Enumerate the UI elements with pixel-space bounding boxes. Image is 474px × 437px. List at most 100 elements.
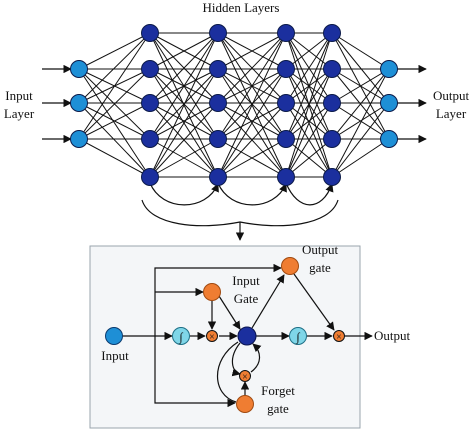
- connection-hidden-3-3-to-hidden-4-2: [285, 102, 333, 140]
- hidden-3-node-3: [277, 94, 295, 112]
- cell-state-node: [237, 326, 257, 346]
- lstm-output-label: Output: [374, 328, 411, 343]
- hidden-3-node-1: [277, 24, 295, 42]
- connection-hidden-2-3-to-hidden-3-2: [217, 102, 287, 140]
- connection-hidden-3-3-to-hidden-4-0: [285, 32, 333, 140]
- hidden-1-node-2: [141, 60, 159, 78]
- connection-hidden-4-4-to-output-1: [331, 102, 390, 178]
- wire-output-gate-to-mult: [293, 273, 335, 331]
- connection-input-2-to-hidden-1-2: [78, 102, 151, 140]
- hidden-1-node-4: [141, 130, 159, 148]
- multiply-symbol-input: ×: [209, 332, 215, 343]
- connection-input-1-to-hidden-1-0: [78, 32, 151, 104]
- hidden-2-node-3: [209, 94, 227, 112]
- lstm-wires: [122, 263, 373, 408]
- recurrent-arcs: [141, 182, 339, 241]
- hidden-1-node-1: [141, 24, 159, 42]
- network-nodes: [70, 24, 398, 186]
- connection-hidden-4-3-to-output-1: [331, 102, 390, 140]
- wire-cell-to-forget-gate: [216, 341, 239, 403]
- forget-gate-label-line2: gate: [267, 401, 289, 416]
- lstm-cell-panel: [89, 245, 361, 429]
- hidden-4-node-4: [323, 130, 341, 148]
- connection-hidden-2-3-to-hidden-3-0: [217, 32, 287, 140]
- connection-hidden-4-2-to-output-0: [331, 68, 390, 104]
- output-layer-label-line1: Output: [433, 88, 470, 103]
- input-gate-label-line1: Input: [232, 273, 260, 288]
- lstm-nodes: ∫ × ∫ × ×: [105, 257, 345, 413]
- wire-top-bypass: [154, 263, 282, 336]
- connection-hidden-4-4-to-output-2: [331, 138, 390, 178]
- hidden-1-node-5: [141, 168, 159, 186]
- sigma-symbol-output: ∫: [295, 330, 300, 344]
- connection-hidden-3-2-to-hidden-4-0: [285, 32, 333, 104]
- connection-hidden-3-1-to-hidden-4-0: [285, 32, 333, 70]
- hidden-layers-title: Hidden Layers: [203, 0, 280, 15]
- connection-input-2-to-hidden-1-0: [78, 32, 151, 140]
- connection-hidden-3-4-to-hidden-4-2: [285, 102, 333, 178]
- hidden-3-node-5: [277, 168, 295, 186]
- hidden-2-node-1: [209, 24, 227, 42]
- connection-hidden-1-4-to-hidden-2-1: [149, 68, 219, 178]
- wire-cell-to-forget-mult: [231, 342, 241, 377]
- connection-input-1-to-hidden-1-4: [78, 102, 151, 178]
- hidden-3-node-4: [277, 130, 295, 148]
- connection-hidden-2-4-to-hidden-3-3: [217, 138, 287, 178]
- multiply-symbol-forget: ×: [242, 372, 248, 383]
- connection-hidden-1-3-to-hidden-2-2: [149, 102, 219, 140]
- connection-hidden-1-3-to-hidden-2-0: [149, 32, 219, 140]
- connection-hidden-4-4-to-output-0: [331, 68, 390, 178]
- forget-gate-label-line1: Forget: [261, 383, 295, 398]
- wire-to-forget-gate: [154, 336, 236, 408]
- recurrent-arc-2: [217, 182, 287, 206]
- brace-curve: [141, 199, 339, 227]
- connection-input-2-to-hidden-1-4: [78, 138, 151, 178]
- lstm-input-label: Input: [101, 348, 129, 363]
- connection-input-2-to-hidden-1-1: [78, 68, 151, 140]
- hidden-2-node-2: [209, 60, 227, 78]
- multiply-node-forget: [239, 370, 251, 382]
- connection-hidden-4-3-to-output-0: [331, 68, 390, 140]
- network-connections: [78, 32, 390, 178]
- hidden-2-node-4: [209, 130, 227, 148]
- connection-hidden-3-4-to-hidden-4-3: [285, 138, 333, 178]
- connection-hidden-2-4-to-hidden-3-1: [217, 68, 287, 178]
- sigma-node-input: [172, 327, 190, 345]
- output-gate-label-line2: gate: [309, 260, 331, 275]
- network-arrows: [42, 64, 427, 144]
- wire-input-gate-to-cell: [218, 295, 241, 330]
- connection-hidden-1-4-to-hidden-2-3: [149, 138, 219, 178]
- connection-hidden-2-1-to-hidden-3-0: [217, 32, 287, 70]
- hidden-4-node-2: [323, 60, 341, 78]
- connection-hidden-2-4-to-hidden-3-0: [217, 32, 287, 178]
- output-node-3: [380, 130, 398, 148]
- connection-hidden-2-2-to-hidden-3-0: [217, 32, 287, 104]
- input-gate-node: [203, 283, 221, 301]
- lstm-labels: Input Output Input Gate Output gate Forg…: [101, 242, 410, 416]
- multiply-node-output: [333, 330, 345, 342]
- input-node-2: [70, 94, 88, 112]
- output-gate-node: [281, 257, 299, 275]
- wire-forget-mult-to-cell: [250, 343, 262, 373]
- connection-hidden-1-4-to-hidden-2-2: [149, 102, 219, 178]
- wire-cell-to-output-gate: [251, 274, 285, 329]
- sigma-symbol-input: ∫: [178, 330, 183, 344]
- output-node-1: [380, 60, 398, 78]
- recurrent-arc-3: [285, 182, 334, 206]
- output-gate-label-line1: Output: [302, 242, 339, 257]
- output-layer-label-line2: Layer: [436, 106, 467, 121]
- connection-hidden-2-4-to-hidden-3-2: [217, 102, 287, 178]
- recurrent-arc-1: [149, 182, 219, 206]
- multiply-node-input: [206, 330, 218, 342]
- hidden-1-node-3: [141, 94, 159, 112]
- connection-hidden-3-4-to-hidden-4-0: [285, 32, 333, 178]
- connection-hidden-1-1-to-hidden-2-0: [149, 32, 219, 70]
- connection-input-0-to-hidden-1-0: [78, 32, 151, 70]
- hidden-4-node-1: [323, 24, 341, 42]
- input-layer-label-line1: Input: [5, 88, 33, 103]
- input-layer-label-line2: Layer: [4, 106, 35, 121]
- hidden-3-node-2: [277, 60, 295, 78]
- lstm-input-node: [105, 327, 123, 345]
